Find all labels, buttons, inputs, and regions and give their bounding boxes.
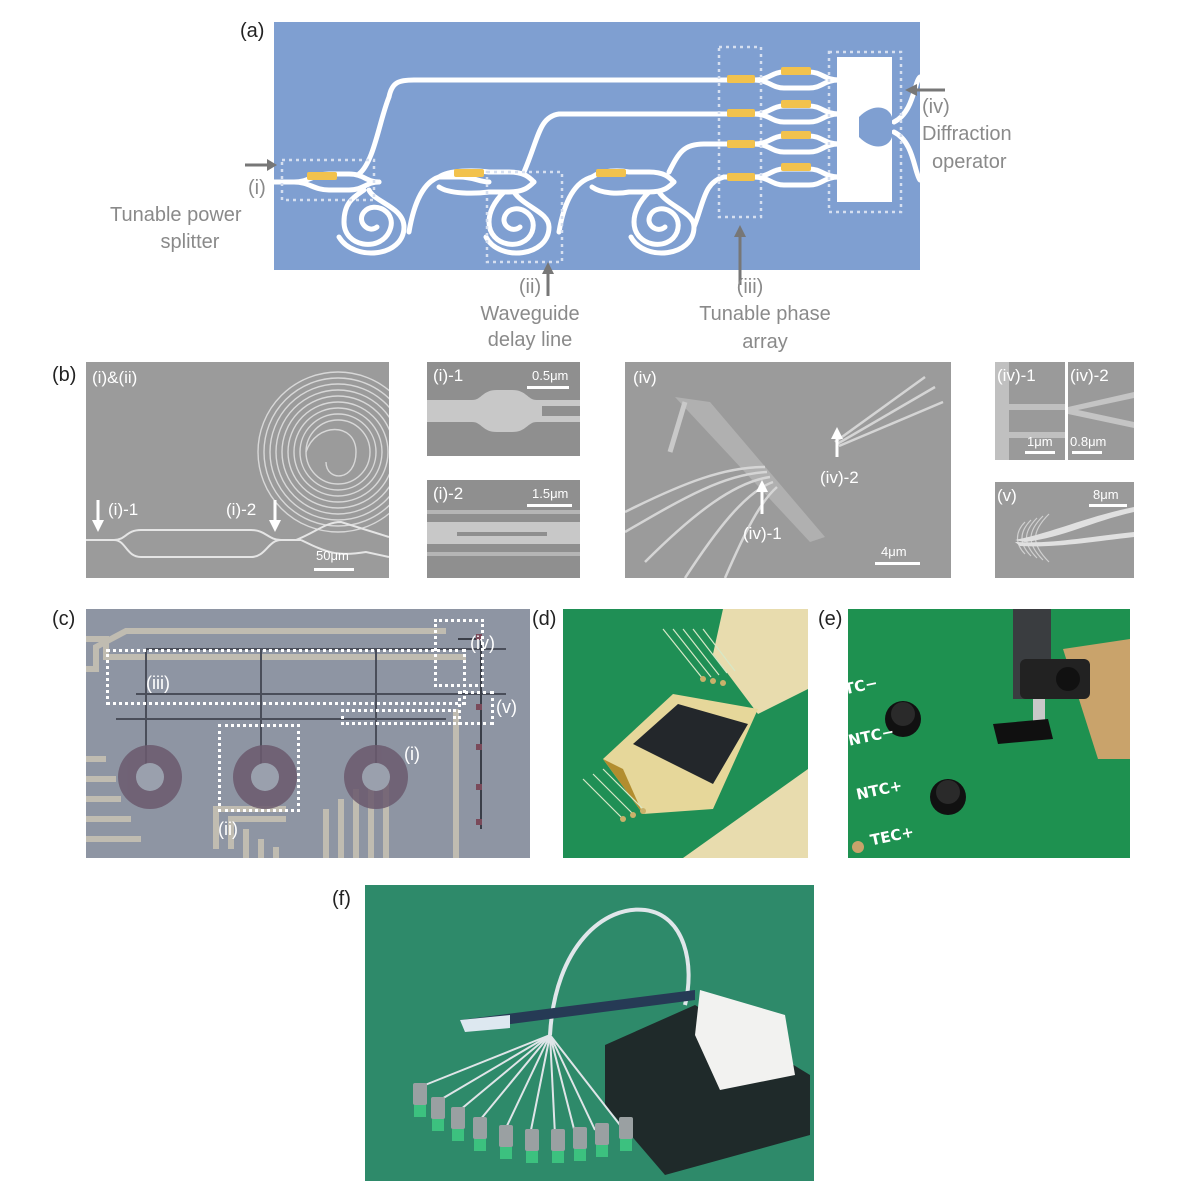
sem-iv-1-title: (iv)-1 [997, 366, 1036, 385]
callout-ii-line1: Waveguide [480, 303, 580, 325]
callout-ii-line2: delay line [487, 329, 573, 351]
region-box-ii [218, 724, 300, 812]
scale-bar [1072, 451, 1102, 454]
scale-label-0-8um: 0.8μm [1070, 434, 1107, 449]
scale-bar [875, 562, 920, 565]
sem-i-2-title: (i)-2 [433, 484, 464, 503]
sem-image-i-1: (i)-1 0.5μm [427, 362, 580, 456]
up-arrow-icon [756, 480, 768, 514]
callout-i-line1: Tunable power [110, 204, 242, 226]
callout-iv-num: (iv) [922, 96, 950, 118]
panel-c-label: (c) [52, 608, 76, 630]
callout-i-num: (i) [248, 177, 266, 199]
callout-ii-num: (ii) [518, 276, 542, 298]
sem-image-i-ii: (i)&(ii) (i)-1 (i)-2 50μm [86, 362, 389, 578]
sem-i-1-drawing [427, 390, 580, 432]
sem-i-ii-title: (i)&(ii) [92, 368, 138, 387]
module-photo [365, 885, 814, 1181]
callout-iii-line1: Tunable phase [699, 303, 831, 325]
up-arrow-icon [831, 427, 843, 457]
callout-iii-num: (iii) [736, 276, 764, 298]
scale-label-8um: 8μm [1093, 487, 1119, 502]
panel-b-label: (b) [52, 364, 77, 386]
test-board-photo: TC− NTC− NTC+ TEC+ [848, 609, 1130, 858]
scale-label-50um: 50μm [316, 548, 349, 563]
region-label-iv: (iv) [470, 633, 495, 653]
scale-bar [314, 568, 354, 571]
panel-e-label: (e) [818, 608, 843, 630]
region-box-v [458, 691, 494, 725]
sem-iv-2-marker: (iv)-2 [820, 468, 859, 487]
scale-label-1um: 1μm [1027, 434, 1053, 449]
region-label-i: (i) [404, 744, 420, 764]
region-box-iv [434, 619, 484, 687]
scale-label-0-5um: 0.5μm [532, 368, 569, 383]
sem-i-2-drawing [427, 510, 580, 556]
arrow-iv-icon [905, 84, 945, 96]
panel-f-label: (f) [332, 888, 351, 910]
packaged-chip-photo [563, 609, 808, 858]
callout-iii-line2: array [742, 331, 788, 353]
scale-bar [527, 504, 572, 507]
callout-iv-line2: operator [932, 151, 1007, 173]
panel-a-label: (a) [240, 20, 265, 42]
sem-image-i-2: (i)-2 1.5μm [427, 480, 580, 578]
sem-i-ii-drawing [86, 371, 389, 558]
region-label-ii: (ii) [218, 819, 238, 839]
scale-bar [527, 386, 569, 389]
sem-v-drawing [1015, 507, 1134, 563]
scale-label-4um: 4μm [881, 544, 907, 559]
sem-iv-title: (iv) [633, 368, 657, 387]
sem-i-1-title: (i)-1 [433, 366, 464, 385]
scale-bar [1025, 451, 1055, 454]
sem-i-2-marker: (i)-2 [226, 500, 257, 519]
region-box-iii [106, 649, 466, 705]
arrow-i-icon [245, 159, 277, 171]
sem-image-iv: (iv) (iv)-2 (iv)-1 4μm [625, 362, 951, 578]
sem-image-v: (v) 8μm [995, 482, 1134, 578]
scale-label-1-5um: 1.5μm [532, 486, 569, 501]
sem-v-title: (v) [997, 486, 1017, 505]
down-arrow-icon [269, 500, 281, 532]
sem-image-iv-2: (iv)-2 0.8μm [1068, 362, 1134, 460]
chip-schematic-svg [271, 22, 923, 270]
down-arrow-icon [92, 500, 104, 532]
callout-i-line2: splitter [160, 231, 220, 253]
arrow-ii-icon [542, 262, 554, 296]
arrow-iii-icon [734, 225, 746, 285]
scale-bar [1089, 504, 1127, 507]
region-box-i [341, 709, 456, 725]
region-label-v: (v) [496, 697, 517, 717]
sem-image-iv-1: (iv)-1 1μm [995, 362, 1065, 460]
region-label-iii: (iii) [146, 673, 170, 693]
micrograph-drawing [86, 628, 506, 858]
sem-iv-1-marker: (iv)-1 [743, 524, 782, 543]
callout-iv-line1: Diffraction [922, 123, 1012, 145]
optical-micrograph: (iv) (iii) (v) (i) (ii) [86, 609, 530, 858]
sem-iv-2-drawing [1068, 392, 1134, 428]
test-board-drawing [852, 609, 1130, 853]
chip-schematic [271, 22, 923, 270]
sem-iv-2-title: (iv)-2 [1070, 366, 1109, 385]
packaged-chip-drawing [582, 609, 808, 858]
sem-iv-1-drawing [995, 362, 1065, 460]
sem-i-1-marker: (i)-1 [108, 500, 139, 519]
panel-d-label: (d) [532, 608, 557, 630]
module-drawing [413, 907, 810, 1175]
